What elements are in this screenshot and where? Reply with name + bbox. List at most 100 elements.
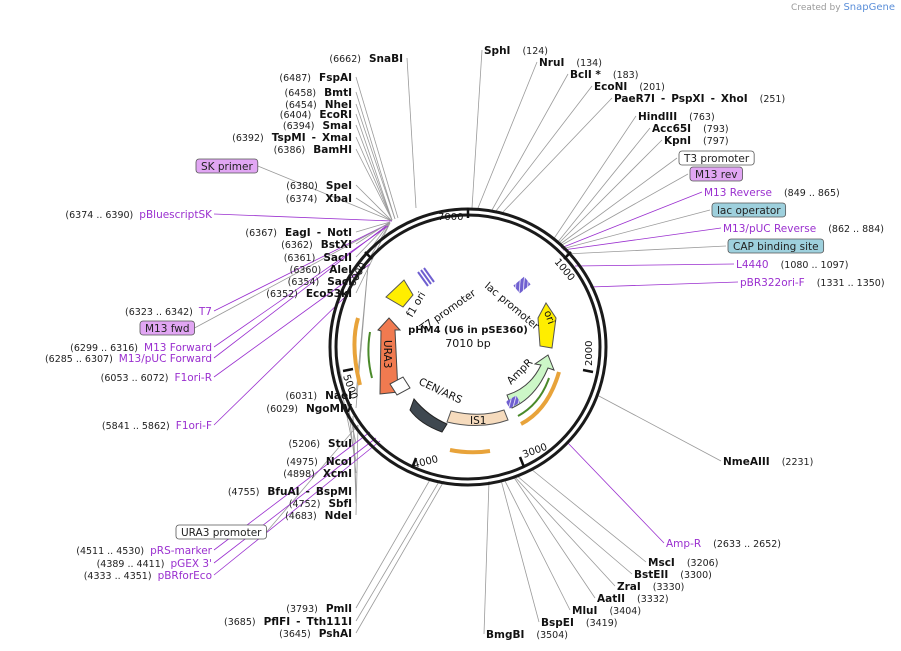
label-cen-ars: CEN/ARS — [417, 376, 465, 407]
site-position: (797) — [703, 136, 729, 147]
primer-name: pGEX 3' — [170, 558, 212, 570]
site-name: Eco53kI — [306, 288, 352, 300]
right-label-zrai: ZraI(3330) — [617, 581, 684, 593]
site-position: (5206) — [288, 439, 320, 450]
leader-line — [355, 480, 445, 634]
site-name: NmeAIII — [723, 456, 770, 468]
site-name: NheI — [325, 99, 352, 111]
site-name2: Tth111I — [307, 616, 352, 628]
primer-range: (6374 .. 6390) — [65, 210, 133, 221]
site-name: TspMI — [272, 132, 306, 144]
leader-line — [266, 424, 359, 533]
feature-ori — [537, 302, 557, 349]
leader-line — [503, 478, 571, 611]
feature-box — [175, 524, 267, 540]
feature-box — [678, 150, 755, 166]
left-label-m13-forward: M13 Forward(6299 .. 6316) — [70, 342, 212, 354]
site-position: (3685) — [224, 617, 256, 628]
feature-cen-ars — [409, 398, 448, 433]
leader-line — [355, 265, 369, 409]
feature-f1-ori — [385, 267, 435, 308]
label-is1: IS1 — [470, 415, 486, 427]
right-label-bcli: BclI *(183) — [570, 69, 638, 81]
plasmid-length: 7010 bp — [445, 337, 490, 350]
left-label-ncoi: NcoI(4975) — [286, 456, 352, 468]
left-label-m13-puc-forward: M13/pUC Forward(6285 .. 6307) — [45, 353, 212, 365]
site-position: (6404) — [280, 110, 312, 121]
orf-arc-ampr-inner — [517, 377, 550, 417]
right-label-nrui: NruI(134) — [539, 57, 602, 69]
site-name2: XmaI — [322, 132, 352, 144]
leader-line — [355, 222, 391, 294]
leader-line — [596, 394, 722, 462]
site-position: (6394) — [283, 121, 315, 132]
left-label-bfuai: BspMI-BfuAI(4755) — [228, 486, 352, 498]
leader-line — [355, 479, 441, 622]
leader-line — [355, 184, 393, 222]
site-position: (6374) — [286, 194, 318, 205]
primer-range: (6053 .. 6072) — [101, 373, 169, 384]
primer-range: (4333 .. 4351) — [84, 571, 152, 582]
leader-line — [257, 165, 393, 222]
site-name: NruI — [539, 57, 564, 69]
left-label-ndei: NdeI(4683) — [285, 510, 352, 522]
site-position: (862 .. 884) — [828, 224, 884, 235]
leader-line — [355, 148, 393, 221]
site-name: MluI — [572, 605, 597, 617]
site-position: (3206) — [687, 558, 719, 569]
site-sep: - — [317, 227, 321, 239]
left-label-bstxi: BstXI(6362) — [281, 239, 352, 251]
right-label-m13-reverse: M13 Reverse(849 .. 865) — [704, 187, 840, 199]
right-site-labels: SphI(124)NruI(134)BclI *(183)EcoNI(201)P… — [484, 45, 885, 641]
left-label-eco53ki: Eco53kI(6352) — [266, 288, 352, 300]
site-name: XbaI — [325, 193, 352, 205]
site-name2: PspXI — [671, 93, 704, 105]
site-name: BfuAI — [267, 486, 299, 498]
site-position: (6367) — [245, 228, 277, 239]
left-label-pshai: PshAI(3645) — [279, 628, 352, 640]
left-label-stui: StuI(5206) — [288, 438, 352, 450]
left-label-bamhi: BamHI(6386) — [274, 144, 352, 156]
primer-name: F1ori-F — [176, 420, 212, 432]
leader-line — [355, 197, 393, 222]
feature-box-label-t3-promoter: T3 promoter — [683, 153, 750, 165]
site-position: (201) — [639, 82, 665, 93]
left-label-pmli: PmlI(3793) — [286, 603, 352, 615]
leader-line — [557, 139, 663, 245]
feature-is1 — [446, 409, 509, 426]
site-position: (251) — [760, 94, 786, 105]
feature-ampr — [505, 354, 555, 409]
primer-range: (4511 .. 4530) — [76, 546, 144, 557]
site-name: MscI — [648, 557, 675, 569]
leader-line — [355, 91, 396, 220]
primer-range: (4389 .. 4411) — [97, 559, 165, 570]
site-position: (3300) — [680, 570, 712, 581]
right-label-hindiii: HindIII(763) — [638, 111, 715, 123]
site-position: (1331 .. 1350) — [817, 278, 885, 289]
site-position: (3419) — [586, 618, 618, 629]
site-name: SacII — [323, 252, 352, 264]
left-label-pflfi: Tth111I-PflFI(3685) — [224, 616, 352, 628]
tick-label-4000: 4000 — [412, 454, 439, 471]
site-position: (1080 .. 1097) — [781, 260, 849, 271]
site-position: (3332) — [637, 594, 669, 605]
left-label-snabi: SnaBI(6662) — [329, 53, 403, 65]
leader-line — [561, 209, 711, 250]
left-label-ecori: EcoRI(6404) — [280, 109, 352, 121]
orf-arc-ura3 — [352, 317, 362, 386]
leader-line — [355, 124, 393, 221]
right-label-aatii: AatII(3332) — [597, 593, 669, 605]
primer-range: (5841 .. 5862) — [102, 421, 170, 432]
leader-line — [558, 157, 678, 246]
site-position: (6354) — [288, 277, 320, 288]
feature-box — [689, 166, 743, 182]
site-position: (849 .. 865) — [784, 188, 840, 199]
site-name2: BspMI — [316, 486, 352, 498]
left-label-sk-primer: SK primer — [195, 158, 259, 174]
site-position: (3330) — [653, 582, 685, 593]
right-label-cap-binding-site: CAP binding site — [727, 238, 825, 254]
site-name: HindIII — [638, 111, 677, 123]
credit-prefix: Created by — [791, 3, 841, 13]
site-position: (6380) — [286, 181, 318, 192]
right-label-lac-operator: lac operator — [711, 202, 787, 218]
